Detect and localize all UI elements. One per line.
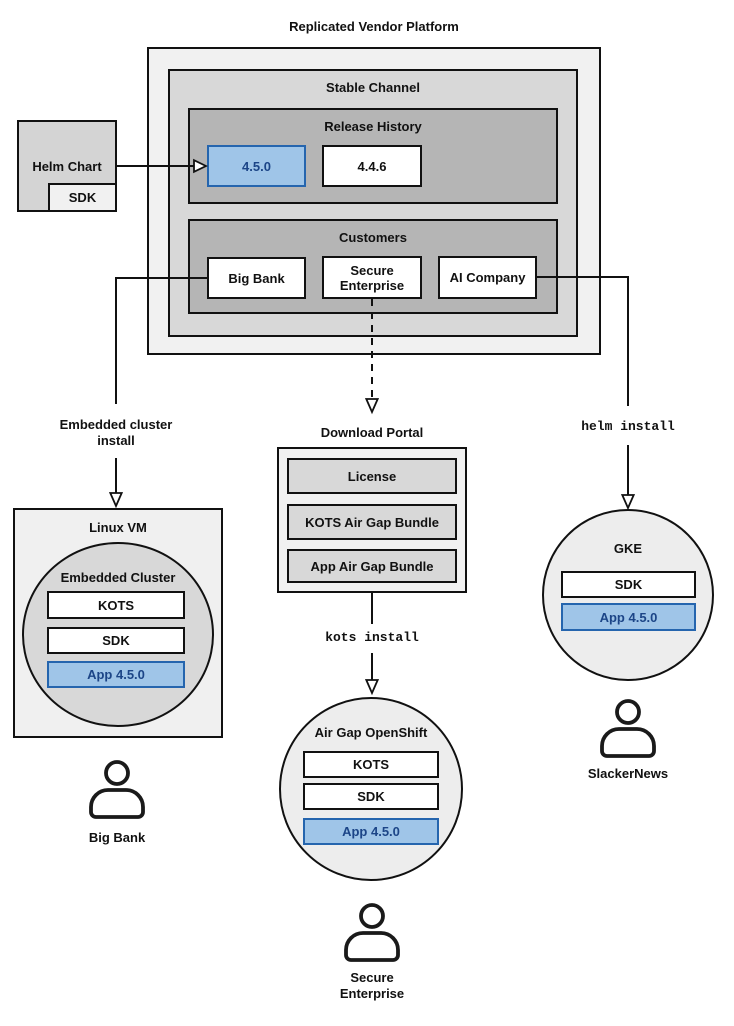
license-chip: License bbox=[287, 458, 457, 494]
release-chip-4-5-0: 4.5.0 bbox=[207, 145, 306, 187]
secure-enterprise-user-icon bbox=[344, 903, 400, 962]
gke-label: GKE bbox=[613, 541, 643, 556]
customer-chip-big-bank: Big Bank bbox=[207, 257, 306, 299]
openshift-sdk-chip: SDK bbox=[303, 783, 439, 810]
release-history-label: Release History bbox=[324, 119, 422, 134]
slackernews-user-icon bbox=[600, 699, 656, 758]
gke-app-chip: App 4.5.0 bbox=[561, 603, 696, 631]
embedded-sdk-chip: SDK bbox=[47, 627, 185, 654]
helm-chart-label: Helm Chart bbox=[32, 159, 102, 174]
customer-chip-ai-company: AI Company bbox=[438, 256, 537, 299]
kots-airgap-bundle-chip: KOTS Air Gap Bundle bbox=[287, 504, 457, 540]
customers-label: Customers bbox=[339, 230, 407, 245]
openshift-app-chip: App 4.5.0 bbox=[303, 818, 439, 845]
gke-sdk-chip: SDK bbox=[561, 571, 696, 598]
embedded-kots-chip: KOTS bbox=[47, 591, 185, 619]
customer-chip-secure-enterprise: Secure Enterprise bbox=[322, 256, 422, 299]
openshift-kots-chip: KOTS bbox=[303, 751, 439, 778]
airgap-openshift-label: Air Gap OpenShift bbox=[314, 725, 428, 740]
big-bank-user-label: Big Bank bbox=[88, 830, 146, 845]
slackernews-user-label: SlackerNews bbox=[587, 766, 669, 781]
helm-chart-sdk-chip: SDK bbox=[48, 183, 117, 212]
release-chip-4-4-6: 4.4.6 bbox=[322, 145, 422, 187]
stable-channel-label: Stable Channel bbox=[326, 80, 420, 95]
kots-install-command: kots install bbox=[325, 630, 419, 645]
linux-vm-label: Linux VM bbox=[89, 520, 147, 535]
helm-install-command: helm install bbox=[581, 419, 675, 434]
big-bank-user-icon bbox=[89, 760, 145, 819]
embedded-cluster-install-label: Embedded cluster install bbox=[59, 417, 173, 448]
diagram-title: Replicated Vendor Platform bbox=[289, 19, 459, 34]
app-airgap-bundle-chip: App Air Gap Bundle bbox=[287, 549, 457, 583]
secure-enterprise-user-label: Secure Enterprise bbox=[339, 970, 405, 1001]
download-portal-label: Download Portal bbox=[320, 425, 424, 440]
embedded-app-chip: App 4.5.0 bbox=[47, 661, 185, 688]
embedded-cluster-label: Embedded Cluster bbox=[60, 570, 176, 585]
